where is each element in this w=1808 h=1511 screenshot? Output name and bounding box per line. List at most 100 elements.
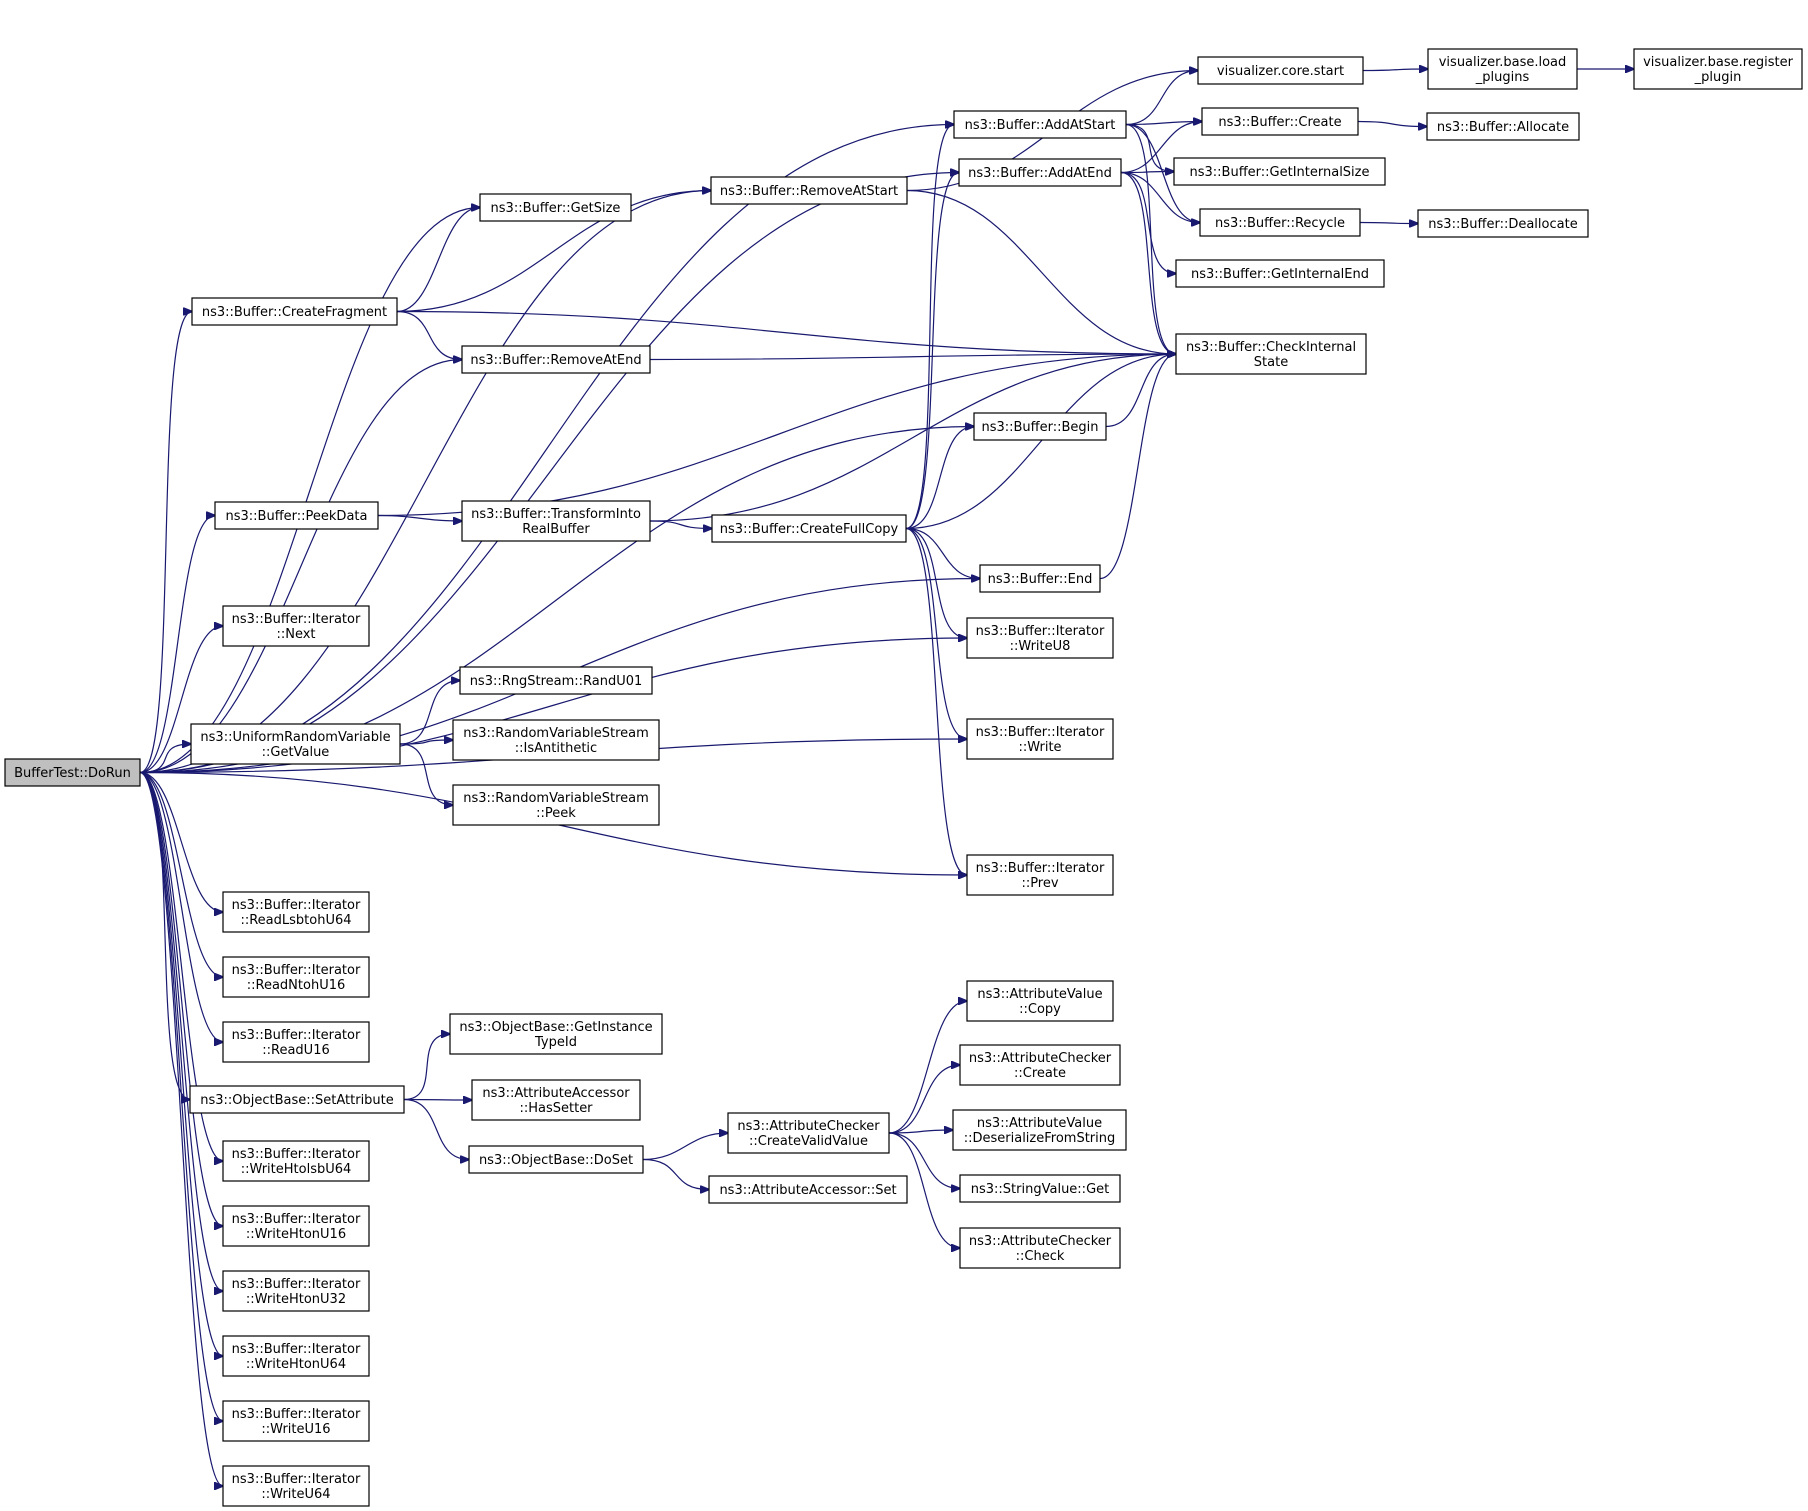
node-getinternalsize[interactable]: ns3::Buffer::GetInternalSize bbox=[1173, 157, 1386, 186]
node-label: ns3::Buffer::AddAtEnd bbox=[968, 166, 1112, 181]
node-label: ::Create bbox=[1014, 1066, 1066, 1081]
node-label: ::DeserializeFromString bbox=[964, 1131, 1116, 1146]
node-begin[interactable]: ns3::Buffer::Begin bbox=[973, 412, 1107, 441]
node-end[interactable]: ns3::Buffer::End bbox=[979, 564, 1101, 593]
edge-dorun-to-peekdata bbox=[139, 516, 215, 774]
node-label: ns3::Buffer::Iterator bbox=[232, 898, 361, 913]
node-vcorestart[interactable]: visualizer.core.start bbox=[1197, 56, 1364, 85]
edge-createfragment-to-removeatstart bbox=[396, 191, 711, 313]
node-writehtolsb64[interactable]: ns3::Buffer::Iterator::WriteHtolsbU64 bbox=[222, 1140, 370, 1182]
node-accessorset[interactable]: ns3::AttributeAccessor::Set bbox=[708, 1175, 908, 1204]
node-readlsbtoh64[interactable]: ns3::Buffer::Iterator::ReadLsbtohU64 bbox=[222, 891, 370, 933]
node-writehton32[interactable]: ns3::Buffer::Iterator::WriteHtonU32 bbox=[222, 1270, 370, 1312]
node-getsize[interactable]: ns3::Buffer::GetSize bbox=[479, 193, 632, 222]
node-writehton64[interactable]: ns3::Buffer::Iterator::WriteHtonU64 bbox=[222, 1335, 370, 1377]
node-readntoh16[interactable]: ns3::Buffer::Iterator::ReadNtohU16 bbox=[222, 956, 370, 998]
node-label: ns3::Buffer::CreateFullCopy bbox=[720, 522, 899, 537]
node-addatstart[interactable]: ns3::Buffer::AddAtStart bbox=[953, 110, 1127, 139]
edge-createvalidvalue-to-stringget bbox=[888, 1132, 960, 1189]
node-deserialize[interactable]: ns3::AttributeValue::DeserializeFromStri… bbox=[952, 1109, 1127, 1151]
node-label: ns3::Buffer::Iterator bbox=[232, 1028, 361, 1043]
node-box bbox=[222, 605, 370, 647]
edge-addatend-to-getinternalend bbox=[1120, 171, 1176, 274]
node-box bbox=[973, 412, 1107, 441]
node-readu16[interactable]: ns3::Buffer::Iterator::ReadU16 bbox=[222, 1021, 370, 1063]
node-isantithetic[interactable]: ns3::RandomVariableStream::IsAntithetic bbox=[452, 719, 660, 761]
node-peekdata[interactable]: ns3::Buffer::PeekData bbox=[214, 501, 379, 530]
edge-dorun-to-getsize bbox=[139, 208, 480, 774]
node-deallocate[interactable]: ns3::Buffer::Deallocate bbox=[1417, 209, 1589, 238]
edge-createfragment-to-getsize bbox=[396, 208, 480, 313]
node-doset[interactable]: ns3::ObjectBase::DoSet bbox=[468, 1145, 644, 1174]
node-label: ::CreateValidValue bbox=[749, 1134, 868, 1149]
node-label: ns3::Buffer::Iterator bbox=[232, 1277, 361, 1292]
node-label: ::WriteU16 bbox=[261, 1422, 330, 1437]
node-label: ::Write bbox=[1018, 740, 1061, 755]
node-itprev[interactable]: ns3::Buffer::Iterator::Prev bbox=[966, 854, 1114, 896]
node-peek[interactable]: ns3::RandomVariableStream::Peek bbox=[452, 784, 660, 826]
edge-dorun-to-readu16 bbox=[139, 771, 223, 1043]
node-setattribute[interactable]: ns3::ObjectBase::SetAttribute bbox=[189, 1085, 405, 1114]
node-removeatend[interactable]: ns3::Buffer::RemoveAtEnd bbox=[461, 345, 651, 374]
node-registerplugin[interactable]: visualizer.base.register_plugin bbox=[1633, 48, 1803, 90]
node-writeu8[interactable]: ns3::Buffer::Iterator::WriteU8 bbox=[966, 617, 1114, 659]
node-label: ns3::RngStream::RandU01 bbox=[470, 674, 643, 689]
node-loadplugins[interactable]: visualizer.base.load_plugins bbox=[1427, 48, 1578, 90]
node-box bbox=[461, 500, 651, 542]
node-label: ns3::Buffer::Begin bbox=[981, 420, 1098, 435]
node-getinternalend[interactable]: ns3::Buffer::GetInternalEnd bbox=[1175, 259, 1385, 288]
node-label: visualizer.core.start bbox=[1217, 64, 1344, 79]
node-label: ::Check bbox=[1016, 1249, 1065, 1264]
node-ac_create[interactable]: ns3::AttributeChecker::Create bbox=[959, 1044, 1121, 1086]
node-box bbox=[1173, 157, 1386, 186]
node-av_copy[interactable]: ns3::AttributeValue::Copy bbox=[966, 980, 1114, 1022]
node-box bbox=[459, 666, 653, 695]
node-itwrite[interactable]: ns3::Buffer::Iterator::Write bbox=[966, 718, 1114, 760]
node-box bbox=[710, 176, 908, 205]
node-createvalidvalue[interactable]: ns3::AttributeChecker::CreateValidValue bbox=[727, 1112, 890, 1154]
node-box bbox=[1175, 259, 1385, 288]
node-label: RealBuffer bbox=[522, 522, 590, 537]
node-dorun[interactable]: BufferTest::DoRun bbox=[4, 758, 141, 787]
node-label: ns3::RandomVariableStream bbox=[463, 791, 649, 806]
node-writehton16[interactable]: ns3::Buffer::Iterator::WriteHtonU16 bbox=[222, 1205, 370, 1247]
node-writeu16[interactable]: ns3::Buffer::Iterator::WriteU16 bbox=[222, 1400, 370, 1442]
node-box bbox=[461, 345, 651, 374]
node-createfragment[interactable]: ns3::Buffer::CreateFragment bbox=[191, 297, 398, 326]
node-bcreate[interactable]: ns3::Buffer::Create bbox=[1201, 107, 1359, 136]
node-label: ns3::StringValue::Get bbox=[971, 1182, 1109, 1197]
node-box bbox=[189, 1085, 405, 1114]
edge-removeatstart-to-checkinternal bbox=[906, 189, 1176, 355]
node-urv_getvalue[interactable]: ns3::UniformRandomVariable::GetValue bbox=[190, 723, 401, 765]
node-createfullcopy[interactable]: ns3::Buffer::CreateFullCopy bbox=[711, 514, 907, 543]
node-label: ns3::Buffer::Iterator bbox=[976, 624, 1105, 639]
node-writeu64[interactable]: ns3::Buffer::Iterator::WriteU64 bbox=[222, 1465, 370, 1507]
node-label: ::WriteU64 bbox=[261, 1487, 330, 1502]
edge-createfullcopy-to-checkinternal bbox=[905, 354, 1176, 530]
edge-addatstart-to-getinternalsize bbox=[1125, 123, 1174, 172]
node-label: ns3::Buffer::PeekData bbox=[226, 509, 368, 524]
node-allocate[interactable]: ns3::Buffer::Allocate bbox=[1426, 112, 1580, 141]
node-hassetter[interactable]: ns3::AttributeAccessor::HasSetter bbox=[471, 1079, 641, 1121]
node-label: ns3::Buffer::Iterator bbox=[232, 963, 361, 978]
node-label: ns3::Buffer::GetInternalSize bbox=[1190, 165, 1370, 180]
node-stringget[interactable]: ns3::StringValue::Get bbox=[959, 1174, 1121, 1203]
node-label: ns3::Buffer::CheckInternal bbox=[1186, 340, 1356, 355]
node-ac_check[interactable]: ns3::AttributeChecker::Check bbox=[959, 1227, 1121, 1269]
edge-addatstart-to-bcreate bbox=[1125, 122, 1202, 125]
node-removeatstart[interactable]: ns3::Buffer::RemoveAtStart bbox=[710, 176, 908, 205]
node-box bbox=[1633, 48, 1803, 90]
node-recycle[interactable]: ns3::Buffer::Recycle bbox=[1199, 208, 1361, 237]
node-label: ::WriteHtolsbU64 bbox=[241, 1162, 352, 1177]
edge-addatend-to-bcreate bbox=[1120, 122, 1202, 174]
node-label: visualizer.base.load bbox=[1439, 55, 1567, 70]
node-addatend[interactable]: ns3::Buffer::AddAtEnd bbox=[958, 158, 1122, 187]
node-randu01[interactable]: ns3::RngStream::RandU01 bbox=[459, 666, 653, 695]
edge-createvalidvalue-to-ac_check bbox=[888, 1132, 960, 1248]
node-itnext[interactable]: ns3::Buffer::Iterator::Next bbox=[222, 605, 370, 647]
node-label: ns3::Buffer::Iterator bbox=[976, 861, 1105, 876]
